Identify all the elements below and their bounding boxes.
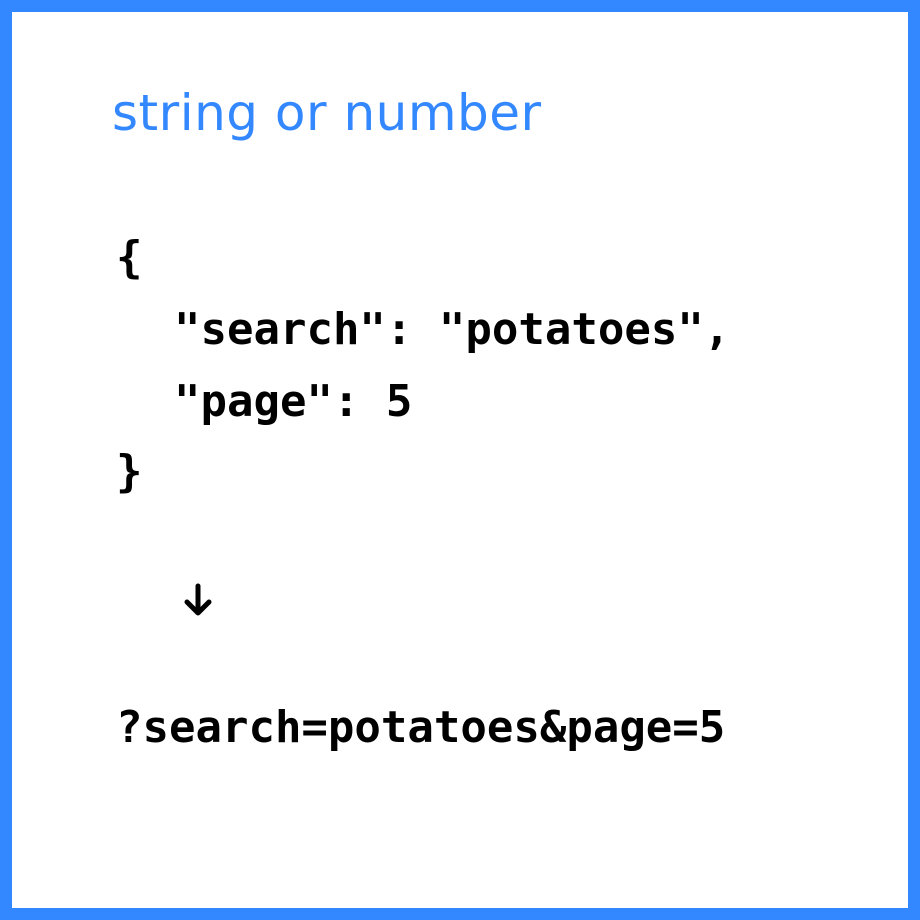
json-line-page: "page": 5 <box>174 376 413 427</box>
query-string: ?search=potatoes&page=5 <box>116 702 726 753</box>
diagram-heading: string or number <box>112 84 542 142</box>
json-close-brace: } <box>116 446 143 497</box>
json-open-brace: { <box>116 232 143 283</box>
json-line-search: "search": "potatoes", <box>174 304 731 355</box>
arrow-down-icon <box>184 583 212 616</box>
